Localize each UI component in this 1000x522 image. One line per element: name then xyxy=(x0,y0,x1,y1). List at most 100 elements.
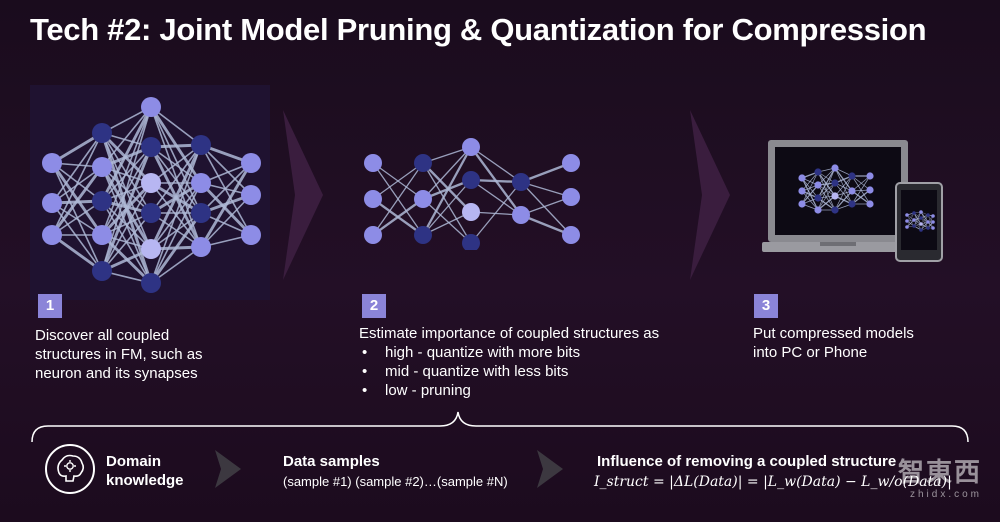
watermark-logo: 智東西 zhidx.com xyxy=(898,452,982,500)
influence-formula: I_struct = |ΔL(Data)| = |L_w(Data) − L_w… xyxy=(594,474,952,490)
synapse-edge xyxy=(372,162,424,236)
synapse-edge xyxy=(150,246,202,284)
synapse-edge xyxy=(817,171,836,211)
laptop-icon xyxy=(762,140,914,252)
data-samples-label: Data samples xyxy=(283,453,380,470)
chevron-right-icon xyxy=(215,450,241,488)
synapse-edge xyxy=(851,175,871,191)
synapse-edge xyxy=(200,144,252,196)
synapse-edge xyxy=(150,106,202,146)
synapse-edge xyxy=(51,200,103,236)
synapse-edge xyxy=(422,179,472,236)
neuron-node xyxy=(414,190,432,208)
neuron-node xyxy=(562,188,580,206)
neuron-node xyxy=(364,190,382,208)
curly-brace xyxy=(31,411,969,443)
neuron-node xyxy=(905,219,909,223)
neuron-node xyxy=(814,168,822,176)
synapse-edge xyxy=(801,171,819,205)
phone-icon xyxy=(895,182,943,262)
network-nodes xyxy=(798,164,874,214)
neuron-node xyxy=(562,226,580,244)
neuron-node xyxy=(141,173,161,193)
synapse-edge xyxy=(101,146,152,202)
synapse-edge xyxy=(851,189,871,205)
synapse-edge xyxy=(422,162,472,213)
synapse-edge xyxy=(51,202,103,272)
synapse-edge xyxy=(470,181,522,244)
neuron-node xyxy=(919,216,923,220)
neuron-node xyxy=(191,237,211,257)
neuron-node xyxy=(831,192,839,200)
neuron-node xyxy=(191,203,211,223)
synapse-edge xyxy=(200,144,252,236)
step-3-line: into PC or Phone xyxy=(753,344,868,361)
synapse-edge xyxy=(150,212,202,250)
neuron-node xyxy=(931,220,935,224)
step-1-line: structures in FM, such as xyxy=(35,346,203,363)
network-nodes xyxy=(42,97,261,293)
neuron-node xyxy=(562,154,580,172)
neuron-node xyxy=(141,273,161,293)
step-1-line: neuron and its synapses xyxy=(35,365,198,382)
neuron-node xyxy=(866,172,874,180)
synapse-edge xyxy=(50,166,104,236)
neuron-node xyxy=(814,206,822,214)
network-edges xyxy=(372,146,572,244)
neuron-node xyxy=(364,226,382,244)
neuron-node xyxy=(905,213,909,217)
neuron-node xyxy=(241,225,261,245)
neuron-node xyxy=(831,164,839,172)
importance-item-high: high - quantize with more bits xyxy=(359,343,659,362)
synapse-edge xyxy=(520,181,572,236)
neuron-node xyxy=(414,154,432,172)
synapse-edge xyxy=(817,167,836,186)
synapse-edge xyxy=(101,182,152,272)
neuron-node xyxy=(848,172,856,180)
synapse-edge xyxy=(920,214,929,225)
neuron-node xyxy=(92,157,112,177)
synapse-edge xyxy=(906,212,915,228)
synapse-edge xyxy=(100,146,153,272)
neuron-node xyxy=(831,179,839,187)
synapse-edge xyxy=(51,132,103,204)
synapse-edge xyxy=(372,198,424,236)
neuron-node xyxy=(848,200,856,208)
domain-knowledge-label: Domain knowledge xyxy=(106,452,184,490)
synapse-edge xyxy=(817,167,836,211)
synapse-edge xyxy=(817,182,836,211)
neuron-node xyxy=(919,222,923,226)
neuron-node xyxy=(926,220,930,224)
network-nodes xyxy=(364,138,580,250)
step-1-description: Discover all coupled structures in FM, s… xyxy=(35,326,203,383)
domain-label-line: knowledge xyxy=(106,472,184,489)
neuron-node xyxy=(191,173,211,193)
step-1-number: 1 xyxy=(38,294,62,318)
step-3-description: Put compressed models into PC or Phone xyxy=(753,324,914,362)
neuron-node xyxy=(912,224,916,228)
synapse-edge xyxy=(372,162,424,200)
synapse-edge xyxy=(470,179,522,216)
neuron-node xyxy=(905,225,909,229)
synapse-edge xyxy=(851,175,871,205)
neuron-node xyxy=(831,206,839,214)
network-nodes xyxy=(905,210,935,232)
neuron-node xyxy=(241,153,261,173)
importance-list: high - quantize with more bits mid - qua… xyxy=(359,343,659,400)
synapse-edge xyxy=(801,184,819,205)
neuron-node xyxy=(462,171,480,189)
synapse-edge xyxy=(422,198,472,244)
step-1-line: Discover all coupled xyxy=(35,327,170,344)
neuron-node xyxy=(462,138,480,156)
step-3-number: 3 xyxy=(754,294,778,318)
synapse-edge xyxy=(817,195,836,211)
neuron-node xyxy=(462,234,480,250)
data-samples-list: (sample #1) (sample #2)…(sample #N) xyxy=(283,474,508,489)
synapse-edge xyxy=(421,146,473,236)
synapse-edge xyxy=(851,175,871,192)
chevron-right-icon xyxy=(537,450,563,488)
synapse-edge xyxy=(470,146,522,183)
neuron-node xyxy=(141,137,161,157)
neuron-node xyxy=(814,181,822,189)
synapse-edge xyxy=(199,162,253,248)
